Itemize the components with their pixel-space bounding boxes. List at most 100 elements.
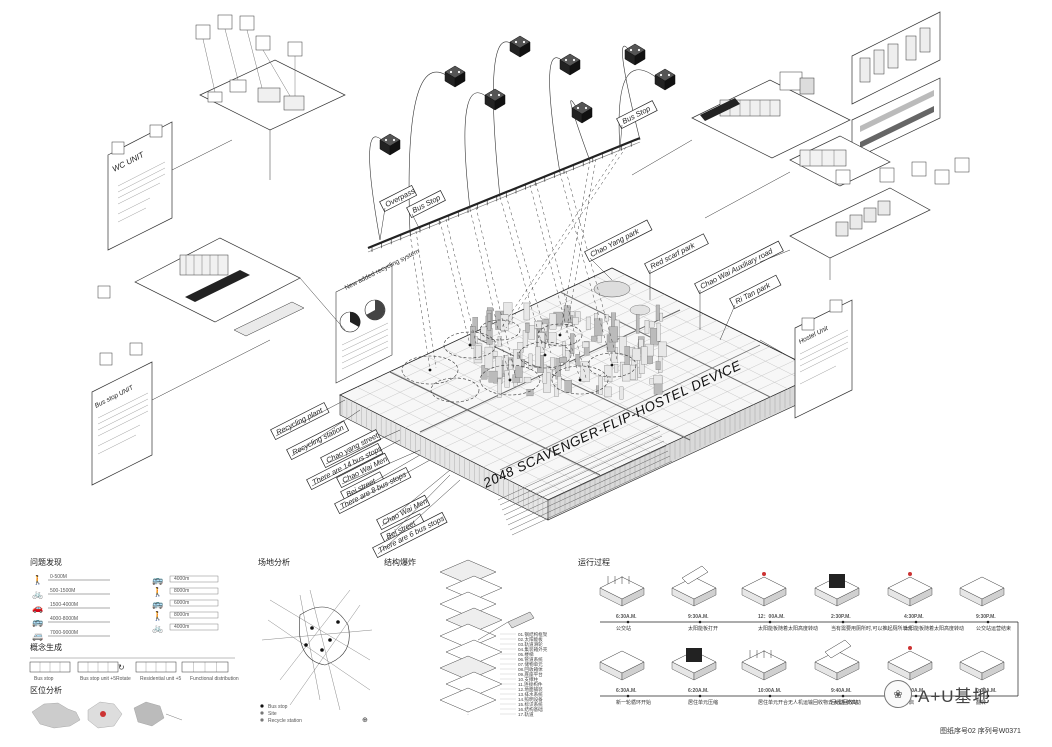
- process-desc: 当有需要用厕所时,可以推起厕所单元: [831, 625, 912, 632]
- panel-section-views: [851, 11, 941, 161]
- structure-item: 15.标识系统: [518, 701, 543, 708]
- section-structure: 结构爆炸 01.钢结构框架02.太阳能板03.轨道滑轮04.集装箱外壳05.楼梯…: [384, 557, 548, 718]
- panel-bus-station: [631, 71, 851, 176]
- transport-icon: 🚌: [152, 575, 163, 585]
- transport-icon: 🚲: [152, 623, 163, 633]
- process-desc: 新一轮循环开始: [616, 699, 651, 706]
- range-label: 4000m: [174, 576, 189, 582]
- section-process: 运行过程 6:30A.M.公交站9:30A.M.太阳能板打开12：00A.M.太…: [578, 557, 1019, 706]
- park-shape: [593, 280, 631, 298]
- distance-label: 4000-8000M: [50, 616, 78, 622]
- process-desc: 太阳能板打开: [688, 625, 718, 632]
- transport-icon: 🚶: [152, 586, 163, 597]
- transport-icon: 🚗: [32, 603, 43, 613]
- concept-label: Functional distribution: [190, 676, 239, 682]
- process-desc: 翻转: [976, 699, 986, 706]
- structure-item: 11.连接构件: [518, 681, 543, 688]
- heading-process: 运行过程: [578, 557, 610, 567]
- panel-kiosk-unit: [704, 135, 891, 219]
- process-desc: 太阳能板随着太阳高度转动: [758, 625, 818, 632]
- callout-tag: Chao Yang park: [584, 219, 653, 263]
- structure-item: 13.排水系统: [518, 691, 543, 698]
- structure-item: 16.结构基础: [518, 706, 543, 713]
- process-time: 0:30A.M.: [976, 688, 997, 694]
- process-time: 6:20A.M.: [688, 688, 709, 694]
- recycling-legend: New added recycling system: [335, 248, 421, 384]
- transport-icon: 🚐: [32, 631, 43, 641]
- process-time: 0:30A.M.: [904, 688, 925, 694]
- heading-site: 场地分析: [258, 557, 290, 567]
- callout-tag: Red scarf park: [644, 233, 709, 275]
- transport-icon: 🚶: [32, 574, 43, 585]
- site-legend-label: Site: [268, 711, 277, 717]
- china-map-shape: [31, 702, 81, 729]
- structure-item: 04.集装箱外壳: [518, 646, 548, 653]
- range-label: 8000m: [174, 588, 189, 594]
- structure-item: 06.管道系统: [518, 656, 543, 663]
- transport-icon: 🚶: [152, 610, 163, 621]
- process-time: 2:30P.M.: [831, 614, 851, 620]
- site-legend-label: Bus stop: [268, 704, 288, 710]
- process-desc: 太阳能板随着太阳高度转动: [904, 625, 964, 632]
- heading-concept: 概念生成: [30, 642, 62, 652]
- structure-item: 03.轨道滑轮: [518, 641, 543, 648]
- panel-hostel-unit: [759, 157, 970, 280]
- process-time: 6:30A.M.: [616, 688, 637, 694]
- transport-icon: 🚌: [32, 617, 43, 627]
- process-time: 4:30P.M.: [904, 614, 924, 620]
- watermark-text: A+U基地: [918, 686, 991, 706]
- distance-label: 1500-4000M: [50, 602, 78, 608]
- structure-item: 17.轨道: [518, 711, 534, 718]
- concept-label: Bus stop unit +5: [80, 676, 116, 682]
- process-time: 6:30A.M.: [616, 614, 637, 620]
- process-desc: 回收系统启动: [831, 699, 861, 706]
- transport-icon: 🚲: [32, 589, 43, 599]
- process-time: 9:30A.M.: [688, 614, 709, 620]
- panel-wc-unit: WC UNIT: [107, 121, 233, 251]
- rotate-icon: ↻: [118, 663, 125, 672]
- distance-label: 0-500M: [50, 574, 67, 580]
- north-arrow-icon: ⊕: [362, 717, 368, 724]
- callout-label: Ri Tan park: [734, 280, 773, 306]
- structure-item: 14.照明设备: [518, 696, 543, 703]
- distance-label: 500-1500M: [50, 588, 75, 594]
- watermark: ❀ A+U基地: [884, 678, 1044, 710]
- section-location: 区位分析: [30, 685, 183, 729]
- structure-item: 08.回收箱体: [518, 666, 543, 673]
- site-block: [339, 267, 823, 521]
- callout-tag: Bus Stop: [616, 100, 658, 130]
- process-time: 9:40A.M.: [831, 688, 852, 694]
- section-problem: 问题发现 🚶 0-500M 🚲 500-1500M 🚗 1500-4000M 🚌 4000-8…: [30, 557, 219, 641]
- panel-hostel-info: Hostel Unit: [759, 299, 853, 419]
- callout-tag: Ri Tan park: [729, 274, 782, 310]
- distance-label: 7000-9000M: [50, 630, 78, 636]
- callout-label: Red scarf park: [649, 240, 698, 271]
- panel-unit-top-left: [195, 14, 346, 180]
- range-label: 6000m: [174, 600, 189, 606]
- transport-icon: 🚌: [152, 599, 163, 609]
- panel-recycling-plant: [97, 237, 346, 337]
- transit-line: [367, 136, 641, 253]
- structure-item: 05.楼梯: [518, 651, 534, 658]
- structure-item: 01.钢结构框架: [518, 631, 548, 638]
- panel-bus-stop-unit: Bus stop UNIT: [91, 339, 271, 486]
- concept-label: Rotate: [116, 676, 131, 682]
- process-time: 10:00A.M.: [758, 688, 782, 694]
- site-legend-label: Recycle station: [268, 718, 302, 724]
- heading-structure: 结构爆炸: [384, 557, 416, 567]
- structure-item: 10.支撑柱: [518, 676, 539, 683]
- concept-label: Residential unit +5: [140, 676, 181, 682]
- concept-label: Bus stop: [34, 676, 54, 682]
- location-marker: [100, 711, 106, 717]
- process-time: 12：00A.M.: [758, 614, 785, 620]
- range-label: 4000m: [174, 624, 189, 630]
- heading-location: 区位分析: [30, 685, 62, 695]
- callout-label: Recycling plant: [275, 405, 325, 437]
- range-label: 8000m: [174, 612, 189, 618]
- callout-label: Chao Yang park: [589, 226, 642, 259]
- process-desc: 居住单元压缩: [688, 699, 718, 706]
- heading-problem: 问题发现: [30, 557, 62, 567]
- structure-item: 09.底座平台: [518, 671, 543, 678]
